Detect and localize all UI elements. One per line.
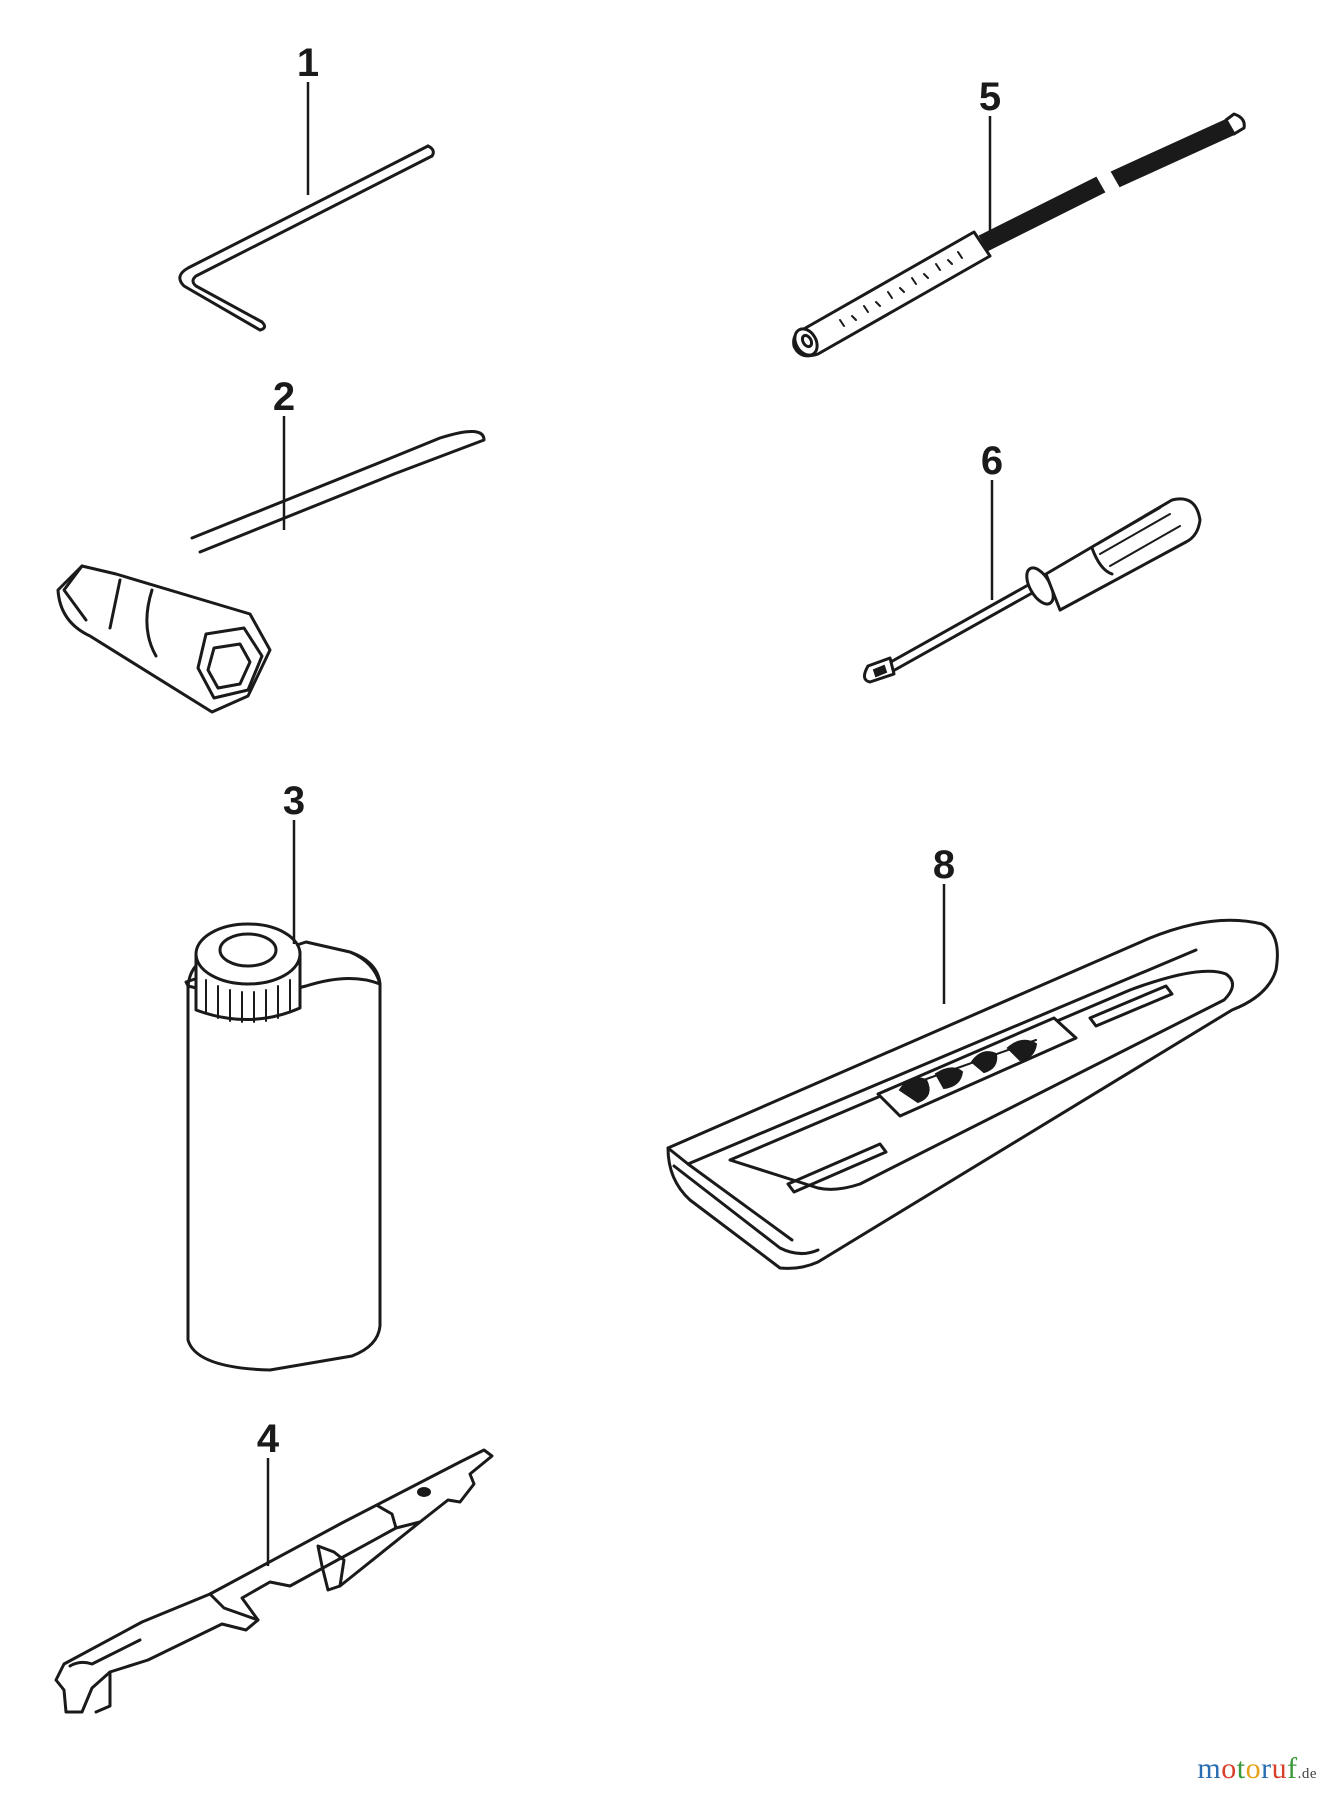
part-1-hex-key-icon — [178, 144, 435, 332]
wm-letter-m: m — [1197, 1752, 1222, 1785]
wm-letter-o1: o — [1221, 1752, 1237, 1785]
part-4-depth-gauge-file-guide-icon — [54, 1448, 494, 1714]
part-3-number: 3 — [283, 779, 305, 823]
part-5-round-file-icon — [792, 112, 1246, 358]
motoruf-watermark-logo: motoruf.de — [1197, 1752, 1317, 1786]
part-8-number: 8 — [933, 843, 955, 887]
wm-letter-t: t — [1236, 1752, 1246, 1785]
wm-letter-o2: o — [1245, 1752, 1262, 1785]
part-4-number: 4 — [257, 1417, 280, 1461]
part-3-oil-bottle-icon — [184, 922, 382, 1372]
part-2-combination-spark-plug-wrench-icon — [56, 430, 486, 714]
wm-letter-r: r — [1261, 1752, 1272, 1785]
wm-tld: .de — [1297, 1766, 1317, 1782]
part-2-number: 2 — [273, 375, 295, 419]
part-6-number: 6 — [981, 439, 1003, 483]
wm-letter-u: u — [1271, 1752, 1288, 1785]
part-6-screwdriver-icon — [863, 497, 1202, 684]
part-1-number: 1 — [297, 41, 319, 85]
part-5-number: 5 — [979, 75, 1001, 119]
wm-letter-f: f — [1287, 1752, 1298, 1785]
part-8-bar-guard-scabbard-icon — [666, 918, 1279, 1270]
